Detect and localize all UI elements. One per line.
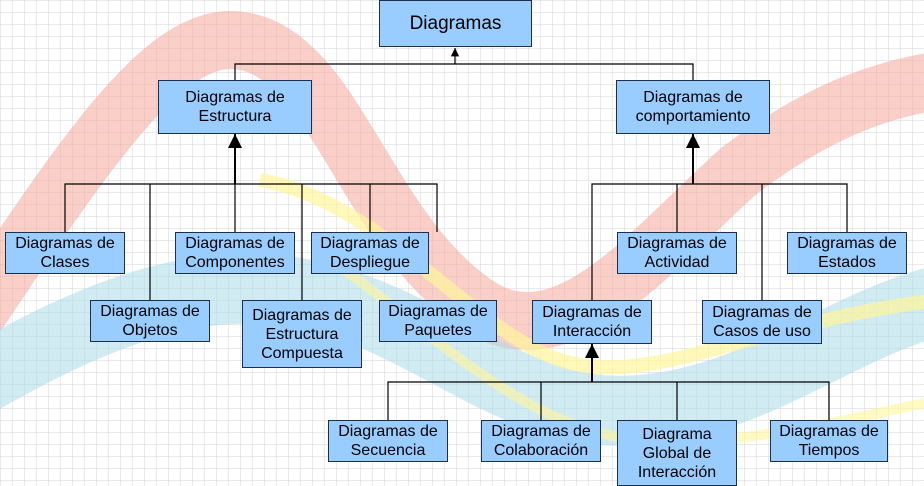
node-diagramas-paquetes-label: Diagramas de Paquetes — [388, 303, 488, 339]
node-diagramas-estructura: Diagramas de Estructura — [158, 80, 312, 134]
connector-estructura-tree — [64, 183, 438, 300]
node-diagramas-secuencia: Diagramas de Secuencia — [328, 420, 448, 462]
node-diagramas-secuencia-label: Diagramas de Secuencia — [338, 423, 438, 459]
node-diagramas-casos-de-uso: Diagramas de Casos de uso — [702, 300, 822, 344]
node-diagramas-interaccion: Diagramas de Interacción — [532, 300, 652, 344]
node-diagramas-interaccion-label: Diagramas de Interacción — [542, 304, 642, 340]
node-diagramas-estados: Diagramas de Estados — [787, 232, 907, 274]
node-diagramas-paquetes: Diagramas de Paquetes — [379, 300, 497, 342]
node-diagramas-estados-label: Diagramas de Estados — [797, 235, 897, 271]
node-diagramas-colaboracion: Diagramas de Colaboración — [481, 420, 601, 462]
node-diagramas-label: Diagramas — [409, 13, 502, 34]
node-diagramas-actividad-label: Diagramas de Actividad — [627, 235, 727, 271]
node-diagramas-clases: Diagramas de Clases — [5, 232, 125, 274]
node-diagramas-objetos-label: Diagramas de Objetos — [100, 303, 200, 339]
node-diagramas-despliegue-label: Diagramas de Despliegue — [320, 235, 420, 271]
node-diagramas-tiempos: Diagramas de Tiempos — [770, 420, 888, 462]
node-diagramas-actividad: Diagramas de Actividad — [617, 232, 737, 274]
connector-root-tree — [234, 63, 694, 80]
connector-interaccion-tree — [387, 381, 830, 420]
node-diagramas: Diagramas — [379, 0, 532, 47]
node-diagramas-tiempos-label: Diagramas de Tiempos — [779, 423, 879, 459]
node-diagramas-estructura-label: Diagramas de Estructura — [185, 89, 285, 125]
node-diagramas-objetos: Diagramas de Objetos — [90, 300, 210, 342]
node-diagramas-estructura-compuesta: Diagramas de Estructura Compuesta — [242, 300, 362, 368]
node-diagramas-despliegue: Diagramas de Despliegue — [311, 232, 429, 274]
node-diagramas-colaboracion-label: Diagramas de Colaboración — [491, 423, 591, 459]
node-diagramas-casos-de-uso-label: Diagramas de Casos de uso — [712, 304, 812, 340]
node-diagramas-componentes: Diagramas de Componentes — [175, 232, 295, 274]
node-diagrama-global-interaccion: Diagrama Global de Interacción — [617, 420, 737, 486]
connector-comportamiento-tree — [591, 183, 848, 300]
node-diagrama-global-interaccion-label: Diagrama Global de Interacción — [637, 425, 717, 481]
node-diagramas-clases-label: Diagramas de Clases — [15, 235, 115, 271]
node-diagramas-comportamiento: Diagramas de comportamiento — [616, 80, 770, 134]
node-diagramas-comportamiento-label: Diagramas de comportamiento — [635, 89, 751, 125]
node-diagramas-estructura-compuesta-label: Diagramas de Estructura Compuesta — [252, 306, 352, 362]
node-diagramas-componentes-label: Diagramas de Componentes — [185, 235, 285, 271]
